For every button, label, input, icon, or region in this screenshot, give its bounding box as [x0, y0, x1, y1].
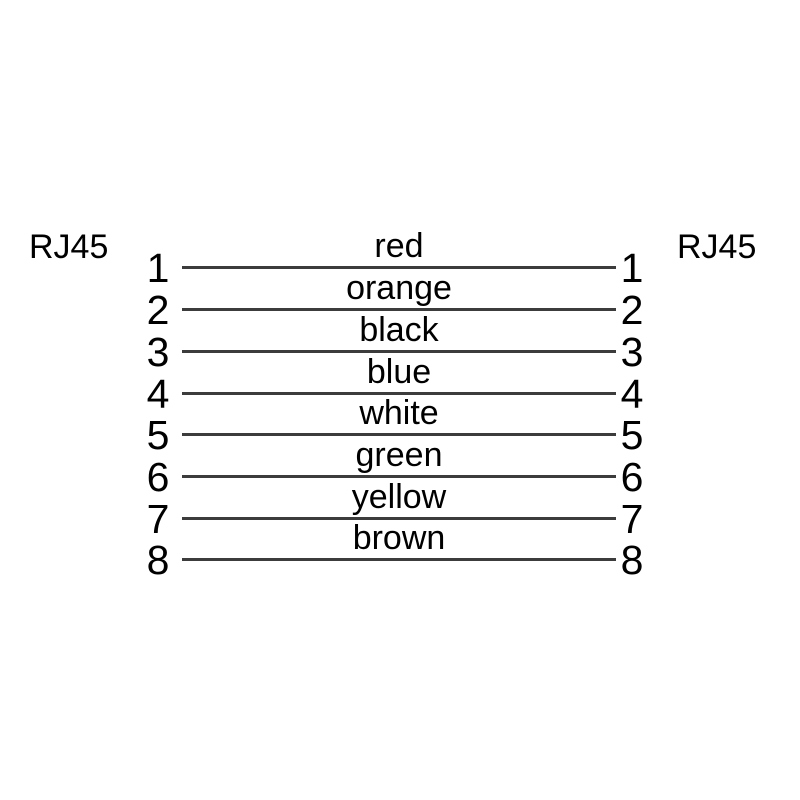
- pin-number-left: 2: [146, 287, 170, 333]
- wire-line: [182, 558, 616, 561]
- wire-line: [182, 475, 616, 478]
- pin-number-right: 4: [620, 371, 644, 417]
- wire-line: [182, 308, 616, 311]
- wire-color-label: red: [374, 227, 424, 266]
- wire-line: [182, 266, 616, 269]
- pin-number-left: 4: [146, 371, 170, 417]
- pin-number-right: 1: [620, 245, 644, 291]
- pin-number-left: 3: [146, 329, 170, 375]
- pin-number-right: 3: [620, 329, 644, 375]
- pin-number-left: 6: [146, 454, 170, 500]
- wire-color-label: orange: [346, 269, 452, 308]
- wire-color-label: black: [359, 311, 439, 350]
- wire-line: [182, 517, 616, 520]
- wire-line: [182, 350, 616, 353]
- pin-number-right: 6: [620, 454, 644, 500]
- wire-color-label: white: [359, 394, 439, 433]
- left-connector-label: RJ45: [29, 228, 109, 266]
- pin-number-right: 2: [620, 287, 644, 333]
- wire-line: [182, 392, 616, 395]
- right-connector-label: RJ45: [677, 228, 757, 266]
- wire-line: [182, 433, 616, 436]
- pin-number-right: 8: [620, 537, 644, 583]
- wire-color-label: yellow: [351, 478, 447, 517]
- pin-number-right: 5: [620, 412, 644, 458]
- pin-number-left: 8: [146, 537, 170, 583]
- pin-number-left: 1: [146, 245, 170, 291]
- pin-number-left: 5: [146, 412, 170, 458]
- wire-color-label: brown: [352, 519, 446, 558]
- pin-number-left: 7: [146, 496, 170, 542]
- wire-color-label: green: [355, 436, 443, 475]
- pin-number-right: 7: [620, 496, 644, 542]
- wire-color-label: blue: [366, 353, 432, 392]
